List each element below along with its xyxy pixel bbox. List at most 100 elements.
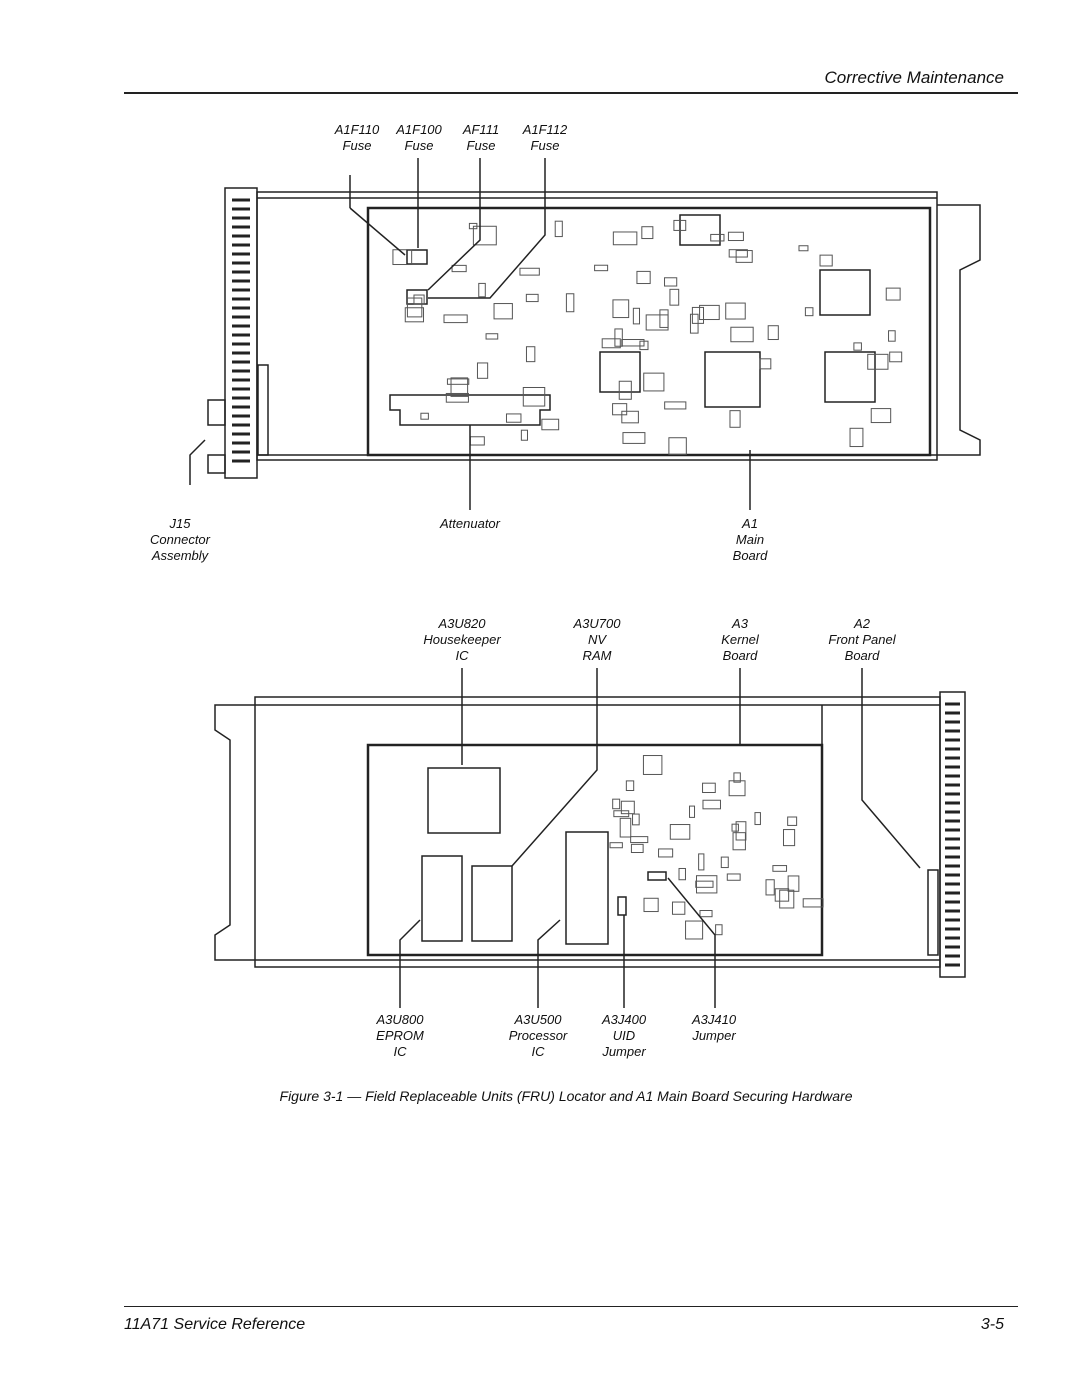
drawing-detail [472, 225, 497, 246]
drawing-detail [392, 249, 413, 266]
drawing-detail [853, 342, 862, 351]
drawing-detail [729, 410, 741, 428]
drawing-detail [469, 436, 485, 446]
drawing-detail [668, 437, 687, 455]
drawing-detail [619, 817, 632, 838]
drawing-detail [541, 418, 560, 431]
drawing-detail [710, 233, 725, 242]
drawing-detail [787, 875, 800, 892]
drawing-detail [819, 254, 833, 267]
drawing-detail [889, 351, 903, 363]
drawing-detail [641, 226, 654, 240]
drawing-detail [699, 304, 720, 321]
drawing-detail [698, 853, 705, 871]
drawing-detail [726, 873, 741, 881]
drawing-detail [730, 326, 754, 343]
drawing-detail [620, 800, 635, 815]
drawing-detail [735, 250, 753, 263]
drawing-detail [451, 264, 467, 273]
drawing-detail [645, 314, 669, 331]
drawing-detail [630, 836, 649, 844]
drawing-detail [630, 843, 644, 854]
drawing-detail [565, 293, 575, 313]
drawing-detail [888, 330, 896, 342]
drawing-detail [632, 813, 640, 826]
drawing-detail [715, 924, 723, 936]
fuse-a1f110 [406, 249, 428, 265]
a3u700-nvram [471, 865, 513, 942]
drawing-detail [404, 307, 425, 323]
drawing-detail [621, 410, 639, 424]
a2-connector [257, 364, 269, 456]
drawing-detail [519, 267, 540, 276]
drawing-detail [520, 429, 528, 441]
a3j410-jumper [647, 871, 667, 881]
footer-rule [124, 1306, 1018, 1307]
drawing-detail [669, 824, 691, 840]
drawing-detail [728, 249, 748, 258]
drawing-detail [476, 362, 489, 379]
drawing-detail [759, 358, 772, 370]
drawing-detail [695, 875, 718, 894]
bottom-assembly [214, 668, 966, 1008]
drawing-detail [699, 910, 713, 918]
drawing-detail [614, 328, 623, 347]
drawing-detail [732, 832, 746, 851]
page-number: 3-5 [980, 1316, 1004, 1333]
drawing-detail [772, 865, 788, 872]
drawing-detail [622, 432, 646, 444]
drawing-detail [468, 222, 478, 230]
a1-main-board [366, 206, 932, 457]
a2-front-panel-connector [927, 869, 939, 956]
drawing-detail [867, 353, 889, 370]
drawing-detail [870, 408, 892, 424]
top-assembly [189, 158, 981, 510]
drawing-detail [625, 780, 635, 792]
drawing-detail [673, 219, 687, 231]
figure-caption: Figure 3-1 — Field Replaceable Units (FR… [279, 1088, 853, 1104]
drawing-detail [643, 897, 659, 913]
footer-title: 11A71 Service Reference [124, 1316, 306, 1333]
drawing-detail [601, 338, 621, 349]
drawing-detail [406, 297, 423, 318]
drawing-detail [727, 231, 744, 242]
drawing-detail [702, 782, 716, 794]
drawing-detail [505, 413, 522, 423]
drawing-detail [612, 798, 621, 810]
drawing-detail [642, 755, 663, 775]
drawing-detail [782, 829, 796, 847]
chassis-top [256, 191, 938, 461]
drawing-detail [636, 270, 651, 285]
drawing-detail [612, 403, 628, 416]
drawing-detail [695, 880, 714, 888]
drawing-detail [754, 812, 761, 826]
drawing-detail [522, 386, 546, 407]
drawing-detail [689, 805, 696, 818]
drawing-detail [618, 380, 632, 400]
drawing-detail [632, 307, 641, 325]
drawing-detail [478, 282, 486, 298]
section-header: Corrective Maintenance [824, 68, 1004, 87]
drawing-detail [609, 842, 623, 849]
drawing-detail [664, 277, 678, 287]
rear-connector-comb [939, 691, 966, 978]
a3u820-housekeeper [427, 767, 501, 834]
drawing-detail [658, 848, 674, 858]
drawing-detail [685, 920, 704, 940]
drawing-detail [849, 427, 864, 448]
label-attenuator: Attenuator [440, 516, 500, 531]
drawing-detail [612, 231, 638, 246]
drawing-detail [733, 772, 741, 783]
header-rule [124, 92, 1018, 94]
